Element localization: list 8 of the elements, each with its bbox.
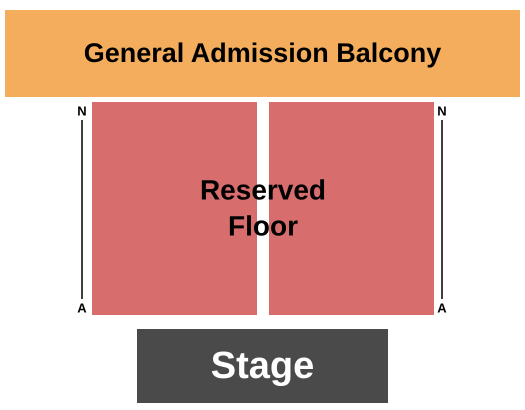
row-letter: N bbox=[437, 104, 447, 118]
stage-area bbox=[137, 329, 388, 403]
balcony-section bbox=[5, 10, 520, 97]
section-name: General Admission Balcony bbox=[84, 38, 442, 69]
row-letter: A bbox=[437, 302, 447, 314]
row-letter: N bbox=[77, 104, 87, 118]
row-letter: A bbox=[77, 302, 87, 314]
section-name: Stage bbox=[210, 344, 314, 388]
